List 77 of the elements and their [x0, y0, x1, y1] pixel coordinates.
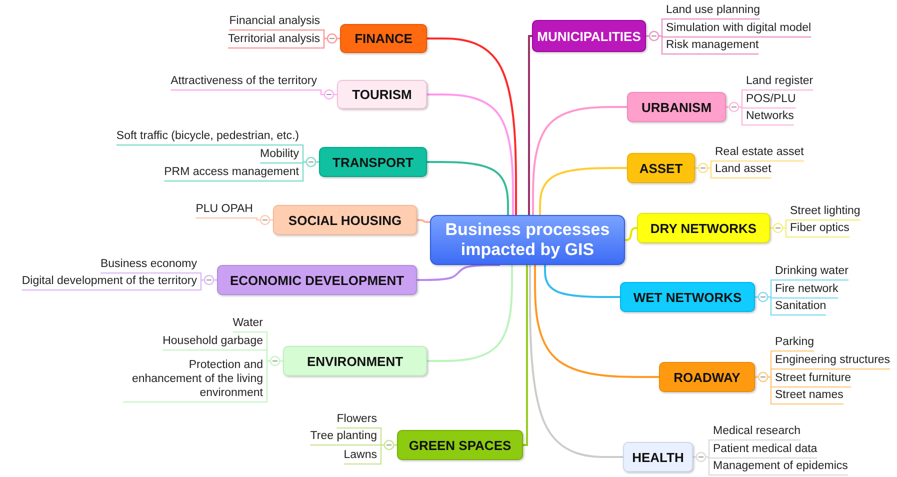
subtopic-label: Risk management — [666, 38, 759, 54]
topic-box: WET NETWORKS — [620, 282, 755, 312]
subtopic-label: Real estate asset — [715, 145, 804, 161]
subtopic-label: Financial analysis — [229, 14, 320, 30]
subtopic-label: Street lighting — [790, 204, 860, 220]
topic-box: GREEN SPACES — [397, 430, 523, 460]
subtopic-label: Parking — [775, 335, 814, 351]
subtopic-label: Street names — [775, 388, 844, 404]
topic-box: ASSET — [627, 153, 695, 183]
subtopic-label: Lawns — [344, 448, 377, 464]
branch-connector — [427, 265, 513, 362]
subtopic-label: Fire network — [775, 282, 838, 298]
topic-box: ROADWAY — [659, 362, 755, 392]
subtopic-connector — [770, 222, 850, 238]
topic-box: HEALTH — [623, 442, 693, 472]
subtopic-connector — [196, 214, 273, 226]
branch-connector — [417, 264, 500, 281]
topic-box: URBANISM — [627, 92, 726, 122]
subtopic-label: Drinking water — [775, 264, 848, 280]
subtopic-connector — [344, 440, 397, 465]
subtopic-label: Soft traffic (bicycle, pedestrian, etc.) — [116, 129, 299, 145]
subtopic-label: Mobility — [260, 147, 299, 163]
topic-box: MUNICIPALITIES — [532, 20, 646, 52]
subtopic-label: POS/PLU — [746, 92, 796, 108]
subtopic-connector — [170, 89, 337, 100]
branch-connector — [528, 35, 532, 215]
subtopic-label: Household garbage — [162, 334, 263, 350]
subtopic-label: Attractiveness of the territory — [170, 74, 317, 90]
subtopic-label: Tree planting — [310, 429, 377, 445]
subtopic-label: Protection and enhancement of the living environment — [123, 358, 263, 402]
subtopic-label: Medical research — [713, 424, 801, 440]
subtopic-label: PRM access management — [164, 165, 299, 181]
branch-connector — [427, 94, 514, 215]
subtopic-connector — [726, 102, 794, 126]
topic-box: DRY NETWORKS — [637, 213, 770, 243]
topic-box: ENVIRONMENT — [283, 346, 427, 376]
topic-box: TOURISM — [337, 80, 427, 109]
subtopic-connector — [695, 162, 772, 179]
branch-connector — [544, 265, 620, 298]
subtopic-connector — [123, 356, 283, 403]
subtopic-connector — [164, 156, 319, 182]
branch-connector — [534, 265, 659, 378]
subtopic-connector — [228, 33, 340, 49]
branch-connector — [427, 38, 517, 215]
subtopic-label: Management of epidemics — [713, 459, 848, 475]
subtopic-label: Land asset — [715, 162, 772, 178]
subtopic-label: Flowers — [336, 412, 377, 428]
branch-connector — [427, 161, 509, 215]
subtopic-label: Engineering structures — [775, 353, 890, 369]
topic-box: ECONOMIC DEVELOPMENT — [217, 265, 417, 295]
subtopic-label: Networks — [746, 109, 794, 125]
subtopic-connector — [755, 372, 844, 405]
topic-box: TRANSPORT — [319, 147, 427, 177]
topic-box: FINANCE — [340, 24, 427, 53]
branch-connector — [523, 265, 528, 446]
branch-connector — [539, 167, 627, 215]
subtopic-label: PLU OPAH — [196, 202, 253, 218]
subtopic-label: Digital development of the territory — [22, 274, 197, 290]
subtopic-connector — [22, 274, 217, 291]
subtopic-label: Land use planning — [666, 3, 760, 19]
branch-connector — [625, 227, 637, 241]
subtopic-label: Fiber optics — [790, 221, 850, 237]
branch-connector — [529, 265, 623, 458]
subtopic-label: Patient medical data — [713, 442, 818, 458]
subtopic-label: Territorial analysis — [228, 32, 320, 48]
topic-box: SOCIAL HOUSING — [273, 205, 417, 235]
branch-connector — [417, 219, 430, 223]
subtopic-label: Water — [232, 316, 263, 332]
subtopic-connector — [646, 30, 759, 55]
branch-connector — [532, 106, 627, 215]
central-topic: Business processes impacted by GIS — [430, 215, 625, 265]
subtopic-label: Sanitation — [775, 299, 826, 315]
subtopic-connector — [755, 292, 826, 316]
subtopic-label: Simulation with digital model — [666, 21, 812, 37]
subtopic-label: Land register — [746, 74, 814, 90]
subtopic-label: Street furniture — [775, 371, 852, 387]
subtopic-label: Business economy — [100, 257, 197, 273]
